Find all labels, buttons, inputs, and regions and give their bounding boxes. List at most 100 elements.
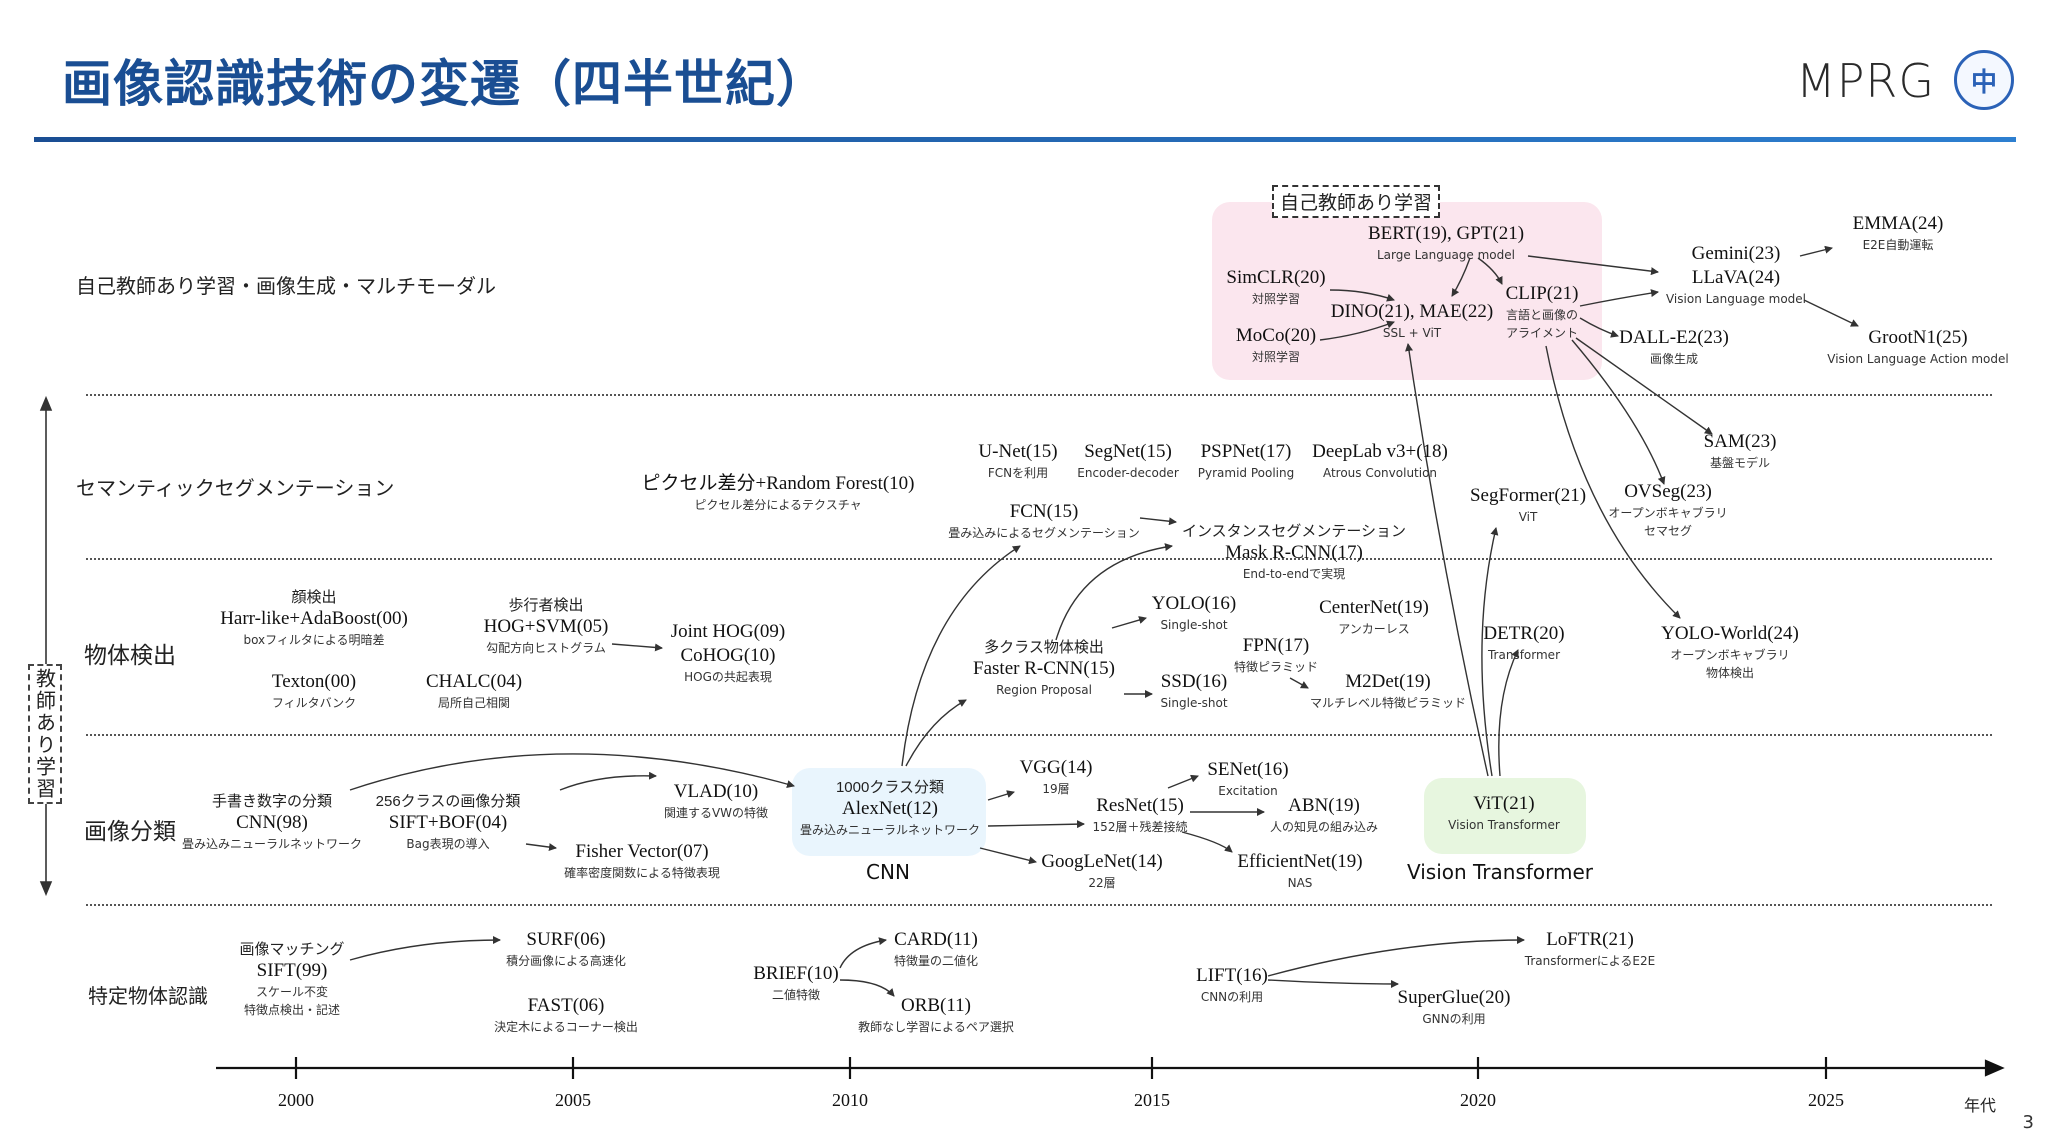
node-desc: 特徴ピラミッド [1233, 660, 1319, 674]
node-name: Fisher Vector(07) [575, 841, 709, 862]
node-efficientnet: EfficientNet(19) NAS [1237, 850, 1362, 892]
node-name: SENet(16) [1207, 759, 1289, 780]
node-dalle2: DALL-E2(23) 画像生成 [1619, 326, 1729, 368]
node-name: BRIEF(10) [753, 963, 839, 984]
title-underline [34, 137, 2016, 142]
node-desc: Vision Transformer [1448, 818, 1560, 832]
node-desc: Single-shot [1160, 696, 1228, 710]
mprg-logo: MPRG 中 [1796, 50, 2014, 116]
node-name: EfficientNet(19) [1237, 851, 1363, 872]
node-caption: 1000クラス分類 [835, 779, 945, 796]
node-haar-adaboost: 顔検出 Harr-like+AdaBoost(00) boxフィルタによる明暗差 [220, 586, 408, 649]
node-unet: U-Net(15) FCNを利用 [978, 440, 1057, 482]
edge-siftbof-fisher [525, 843, 557, 852]
node-name: GrootN1(25) [1868, 327, 1968, 348]
node-name: DALL-E2(23) [1619, 327, 1729, 348]
node-brief: BRIEF(10) 二値特徴 [753, 962, 839, 1004]
edge-simclr-dino [1329, 289, 1395, 302]
node-desc: E2E自動運転 [1862, 238, 1934, 252]
node-desc: 人の知見の組み込み [1269, 820, 1379, 834]
node-ssd: SSD(16) Single-shot [1160, 670, 1227, 712]
side-arrow-down-head [39, 881, 53, 897]
node-segformer: SegFormer(21) ViT [1470, 484, 1586, 526]
edge-cnn98-alexnet [349, 753, 795, 791]
node-desc: フィルタバンク [271, 696, 357, 710]
node-desc: Vision Language model [1665, 292, 1807, 306]
node-desc: End-to-endで実現 [1242, 567, 1346, 581]
edge-resnet-efficientnet [1181, 831, 1233, 853]
node-superglue: SuperGlue(20) GNNの利用 [1398, 986, 1511, 1028]
node-caption: インスタンスセグメンテーション [1181, 523, 1407, 540]
edge-alexnet-vgg [987, 790, 1015, 801]
node-name: EMMA(24) [1852, 213, 1944, 234]
node-emma: EMMA(24) E2E自動運転 [1853, 212, 1944, 254]
node-name: FAST(06) [527, 995, 605, 1016]
edge-alexnet-fasterrcnn [905, 699, 967, 767]
node-desc: NAS [1287, 876, 1313, 890]
node-desc: アンカーレス [1338, 622, 1410, 636]
node-simclr: SimCLR(20) 対照学習 [1226, 266, 1325, 308]
node-bert-gpt: BERT(19), GPT(21) Large Language model [1368, 222, 1524, 264]
node-sift-bof: 256クラスの画像分類 SIFT+BOF(04) Bag表現の導入 [376, 790, 521, 853]
node-name: DeepLab v3+(18) [1312, 441, 1448, 462]
node-name: DINO(21), MAE(22) [1330, 301, 1494, 322]
node-name: Harr-like+AdaBoost(00) [220, 608, 408, 629]
node-caption: 画像マッチング [239, 941, 345, 958]
node-desc: GNNの利用 [1422, 1012, 1486, 1026]
node-name: ResNet(15) [1096, 795, 1184, 816]
node-desc: スケール不変 [255, 985, 329, 999]
node-texton: Texton(00) フィルタバンク [272, 670, 356, 712]
edge-fasterrcnn-maskrcnn [1055, 543, 1173, 641]
node-card: CARD(11) 特徴量の二値化 [894, 928, 978, 970]
node-desc: Encoder-decoder [1077, 466, 1179, 480]
logo-text: MPRG [1796, 54, 1936, 108]
timeline-tick-label: 2000 [278, 1090, 314, 1110]
vit-group-box [1424, 778, 1586, 854]
edge-fasterrcnn-yolo [1111, 616, 1147, 629]
node-desc: Bag表現の導入 [406, 837, 490, 851]
node-name: CHALC(04) [425, 671, 523, 692]
node-desc: セマセグ [1643, 524, 1692, 538]
edge-alexnet-resnet [987, 820, 1085, 829]
row-separator [86, 558, 1992, 560]
node-alexnet: 1000クラス分類 AlexNet(12) 畳み込みニューラルネットワーク [800, 776, 980, 839]
node-name: YOLO(16) [1151, 593, 1237, 614]
university-seal-icon: 中 [1954, 50, 2014, 110]
node-name: U-Net(15) [978, 441, 1058, 462]
node-name: LoFTR(21) [1546, 929, 1634, 950]
edge-sift-surf [349, 936, 501, 961]
node-desc: 対照学習 [1251, 350, 1301, 364]
node-name: VLAD(10) [673, 781, 759, 802]
node-orb: ORB(11) 教師なし学習によるペア選択 [858, 994, 1014, 1036]
node-yolo-world: YOLO-World(24) オープンボキャブラリ 物体検出 [1661, 622, 1799, 682]
node-name: GoogLeNet(14) [1041, 851, 1163, 872]
node-abn: ABN(19) 人の知見の組み込み [1270, 794, 1378, 836]
node-desc: Single-shot [1160, 618, 1228, 632]
timeline-tick-label: 2005 [555, 1090, 591, 1110]
ssl-group-tag: 自己教師あり学習 [1272, 185, 1441, 218]
node-desc: CNNの利用 [1200, 990, 1264, 1004]
node-name: ORB(11) [900, 995, 972, 1016]
node-joint-hog: Joint HOG(09) CoHOG(10) HOGの共起表現 [671, 620, 786, 686]
node-fpn: FPN(17) 特徴ピラミッド [1234, 634, 1318, 676]
node-name: YOLO-World(24) [1661, 623, 1799, 644]
node-fcn: FCN(15) 畳み込みによるセグメンテーション [948, 500, 1139, 542]
edge-bert-gemini [1527, 255, 1659, 276]
node-moco: MoCo(20) 対照学習 [1236, 324, 1316, 366]
node-desc: 特徴量の二値化 [893, 954, 979, 968]
node-name: CenterNet(19) [1319, 597, 1429, 618]
node-desc: Atrous Convolution [1322, 466, 1438, 480]
row-label-segmentation: セマンティックセグメンテーション [76, 476, 395, 500]
node-desc: マルチレベル特徴ピラミッド [1309, 696, 1467, 710]
supervised-learning-text: 教師あり学習 [32, 668, 57, 800]
node-desc: Transformer [1487, 648, 1561, 662]
edge-clip-dalle [1579, 317, 1619, 338]
group-label-cnn: CNN [866, 860, 910, 884]
edge-alexnet-fcn [901, 545, 1021, 767]
node-desc: 畳み込みによるセグメンテーション [948, 526, 1140, 540]
node-pspnet: PSPNet(17) Pyramid Pooling [1198, 440, 1294, 482]
node-name: VGG(14) [1019, 757, 1093, 778]
node-name: SegFormer(21) [1469, 485, 1587, 506]
node-name: OVSeg(23) [1624, 481, 1712, 502]
node-desc: 二値特徴 [771, 988, 820, 1002]
